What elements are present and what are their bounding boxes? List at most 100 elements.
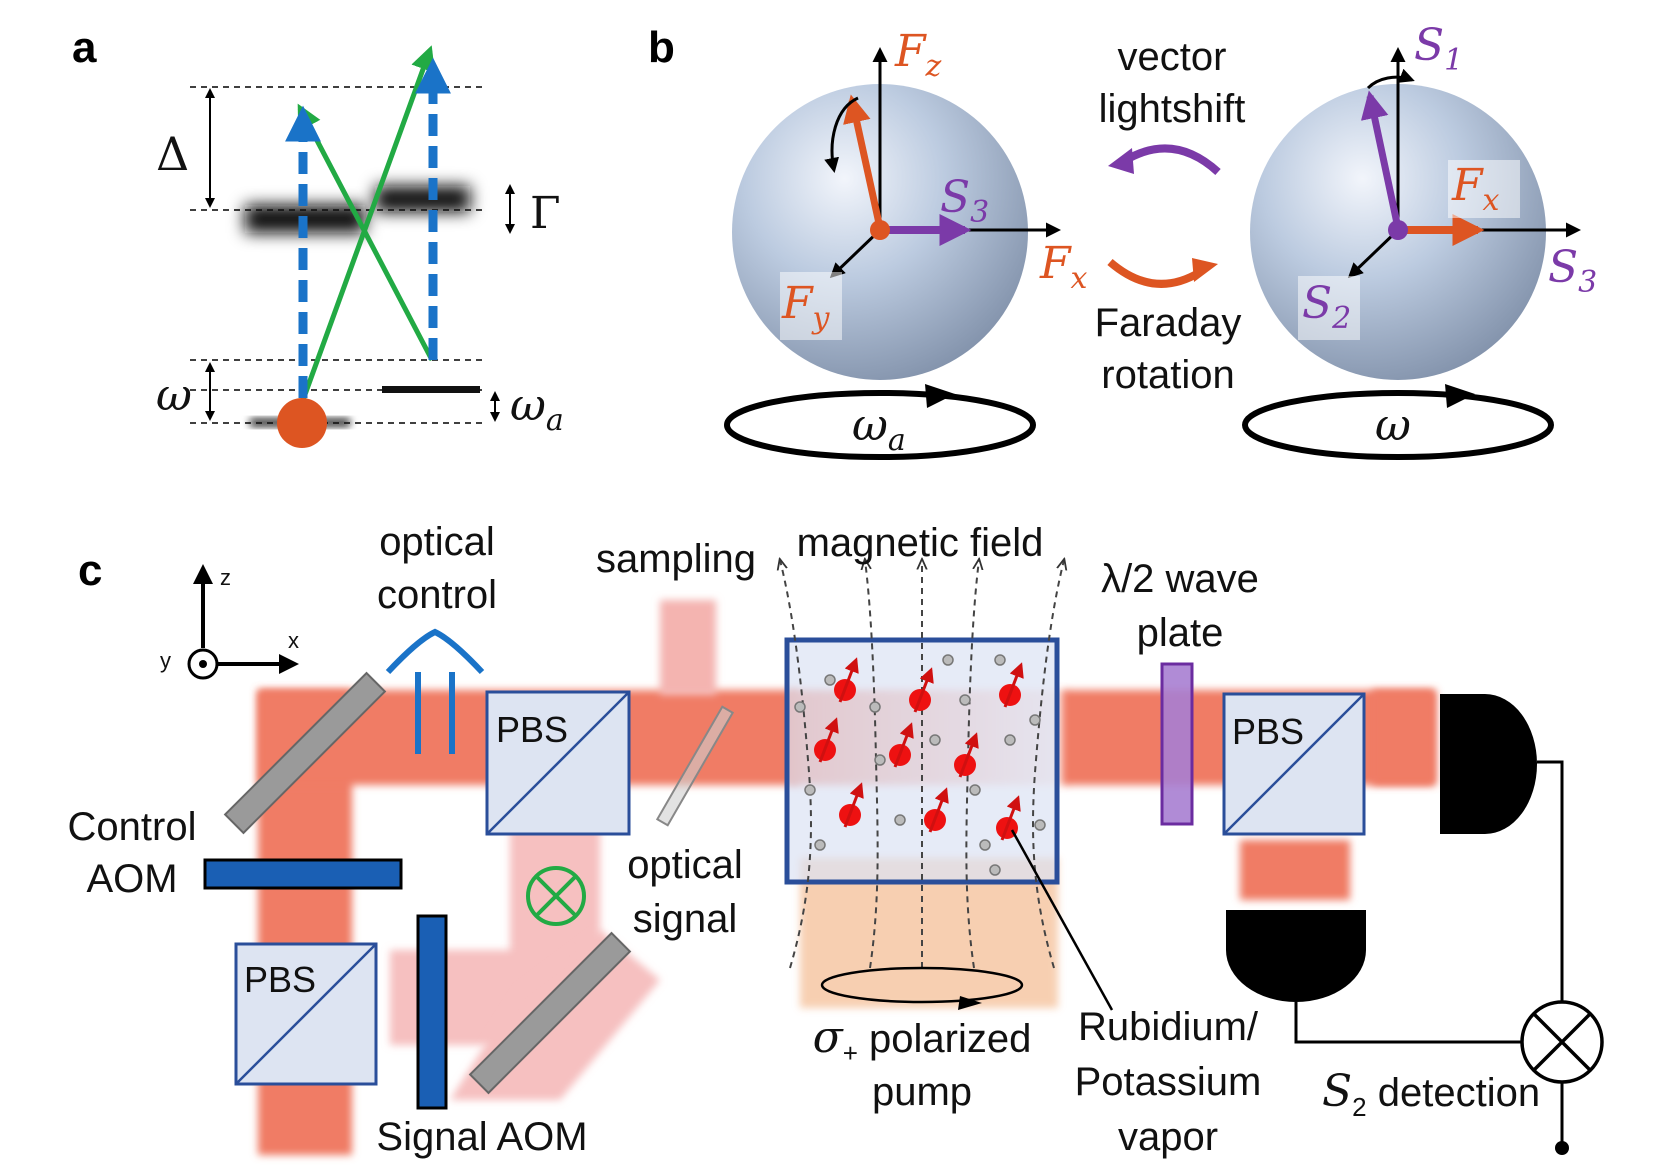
atomic-spin-sphere: Fz S3 Fx Fy ωa	[724, 26, 1088, 460]
faraday-rotation-arrow	[1107, 258, 1203, 288]
stokes-origin	[1388, 220, 1408, 240]
pump-polarization-ring	[820, 966, 1024, 1004]
y-axis-label: y	[160, 648, 171, 673]
omega-rotation-label: ω	[1375, 400, 1411, 451]
detector-bottom-wire	[1294, 1002, 1523, 1044]
larmor-rotation-arrowhead	[925, 384, 955, 408]
balanced-detection-circuit	[1294, 760, 1604, 1155]
vapor-label-2: Potassium	[1075, 1060, 1262, 1104]
optical-rotation-arrowhead	[1445, 384, 1475, 408]
precession-arrow	[824, 96, 859, 173]
x-axis-label: x	[288, 628, 299, 653]
s2-detection-label: S2 detection	[1322, 1066, 1540, 1122]
coordinate-axes: z x y	[160, 564, 299, 680]
larmor-rotation-ring	[724, 390, 1036, 460]
s1-label: S1	[1414, 20, 1463, 78]
sampling-beam	[660, 600, 716, 695]
pbs-right: PBS	[1222, 692, 1366, 836]
omega-label: ω	[156, 370, 192, 421]
pbs-top: PBS	[485, 690, 631, 836]
signal-into-page-icon	[526, 866, 586, 926]
y-axis-dot	[199, 660, 207, 668]
beam-to-detector-2	[1240, 840, 1350, 900]
rotation-label: rotation	[1101, 353, 1234, 397]
pump-polarization-arrowhead	[958, 996, 982, 1010]
control-aom-label-2: AOM	[86, 857, 177, 901]
detector-right	[1440, 694, 1537, 834]
pbs-diagonal-right	[1223, 693, 1365, 835]
field-line-5	[1032, 560, 1064, 969]
energy-level-diagram: Δ Γ ω ωa	[156, 45, 564, 448]
coupling-arrows: vector lightshift Faraday rotation	[1095, 35, 1246, 397]
atom-population	[277, 398, 327, 448]
sampling-label: sampling	[596, 537, 756, 581]
control-aom-label-1: Control	[68, 805, 197, 849]
detector-right-wire	[1537, 760, 1564, 1004]
optical-signal-label-1: optical	[627, 843, 743, 887]
vapor-pointer-line	[1010, 829, 1114, 1011]
optical-control-arrows	[385, 628, 485, 754]
raman-transition-1	[300, 45, 435, 401]
panel-label-c: c	[78, 546, 102, 595]
fx-label-right: Fx	[1451, 160, 1500, 218]
pbs-label-top: PBS	[496, 709, 568, 750]
stokes-vector	[1360, 90, 1402, 229]
fx-label-box	[1448, 160, 1520, 218]
spin-vector	[843, 94, 884, 229]
panel-label-b: b	[648, 23, 675, 72]
stokes-precession-arrow	[1366, 68, 1415, 90]
gamma-label: Γ	[530, 188, 561, 239]
faraday-rotation-arrowhead	[1192, 258, 1218, 282]
mirror-top-left	[223, 671, 387, 835]
fy-axis	[829, 228, 882, 279]
half-wave-plate	[1160, 662, 1194, 826]
waveplate-label-1: λ/2 wave	[1101, 557, 1259, 601]
signal-aom	[416, 914, 448, 1110]
panel-label-a: a	[72, 23, 97, 72]
magnetic-field-label: magnetic field	[797, 521, 1044, 565]
signal-cross-2	[535, 875, 577, 917]
faraday-label: Faraday	[1095, 301, 1242, 345]
excited-state-band-right	[375, 186, 470, 212]
control-aom	[203, 858, 403, 890]
ground-state-right	[382, 386, 480, 393]
vapor-cell	[780, 560, 1114, 1011]
s3-label: S3	[940, 172, 989, 230]
lightshift-label: lightshift	[1099, 87, 1246, 131]
pbs-diagonal-bottom	[235, 943, 377, 1085]
vapor-label-3: vapor	[1118, 1115, 1218, 1159]
fz-label: Fz	[894, 26, 942, 84]
delta-label: Δ	[156, 127, 189, 181]
vector-label: vector	[1118, 35, 1227, 79]
light-stokes-sphere: S1 Fx S3 S2 ω	[1242, 20, 1597, 460]
pbs-label-right: PBS	[1232, 711, 1304, 752]
optical-rotation-ring	[1242, 390, 1554, 460]
output-terminal	[1555, 1141, 1569, 1155]
beam-to-detector-1	[1372, 690, 1436, 785]
omega-a-rotation-label: ωa	[852, 400, 906, 458]
s2-label-box	[1298, 276, 1360, 340]
s2-label: S2	[1302, 278, 1351, 336]
sphere-origin	[870, 220, 890, 240]
sampling-mirror	[655, 705, 735, 827]
fy-label: Fy	[781, 278, 831, 336]
field-line-2	[865, 560, 879, 969]
pbs-label-bottom: PBS	[244, 959, 316, 1000]
alkali-spins	[814, 657, 1024, 841]
vector-lightshift-arrowhead	[1108, 148, 1134, 174]
z-axis-label: z	[220, 565, 231, 590]
fx-label: Fx	[1039, 238, 1088, 296]
signal-aom-label: Signal AOM	[376, 1115, 587, 1159]
s3-axis-label: S3	[1548, 242, 1597, 300]
raman-transition-2	[297, 103, 435, 362]
waveplate-label-2: plate	[1137, 611, 1224, 655]
buffer-gas-atoms	[794, 654, 1046, 876]
mixer-cross-2	[1532, 1012, 1592, 1072]
detector-bottom	[1226, 910, 1366, 1002]
optical-control-label-1: optical	[379, 520, 495, 564]
s2-axis	[1347, 228, 1400, 279]
vector-lightshift-arrow	[1123, 144, 1221, 175]
vapor-label-1: Rubidium/	[1078, 1005, 1259, 1049]
pbs-bottom: PBS	[234, 942, 378, 1086]
